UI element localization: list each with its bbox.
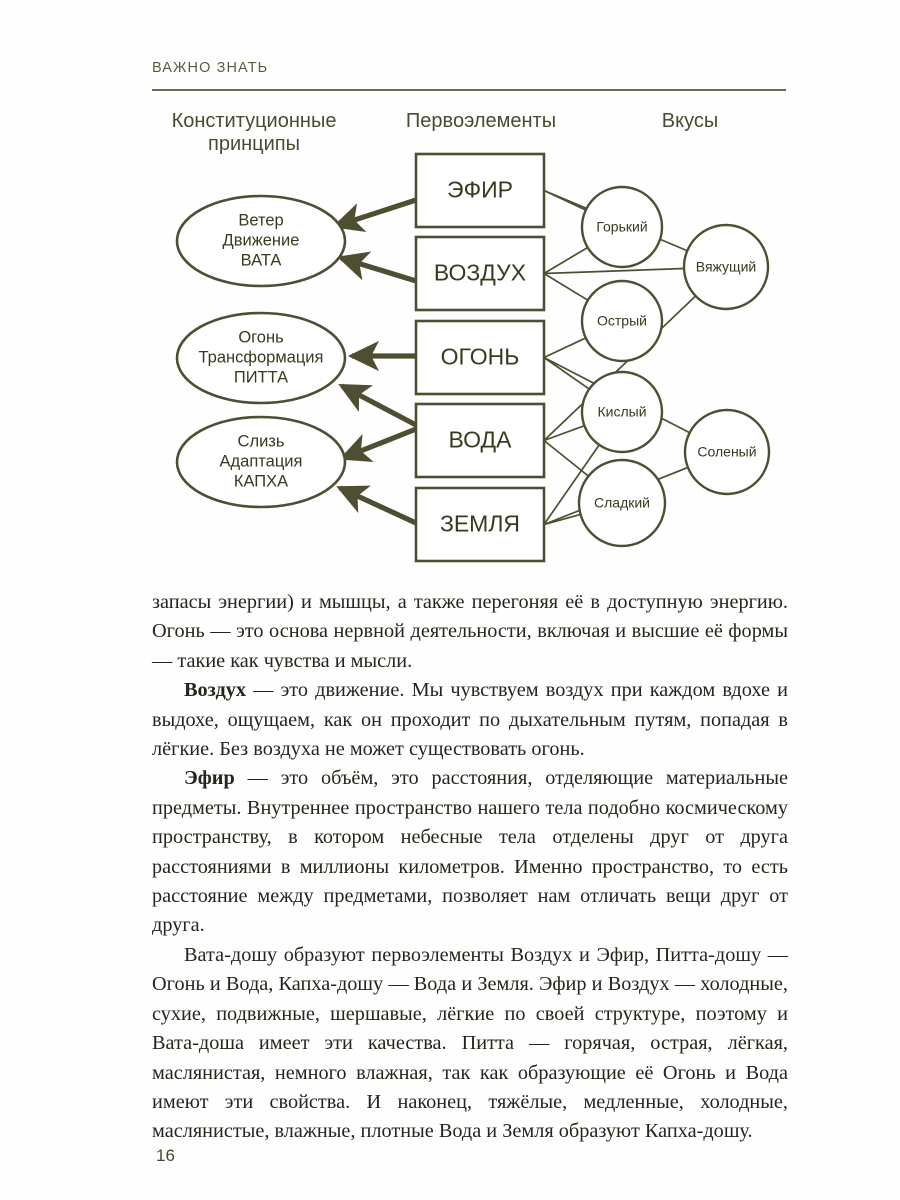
element-principle-arrows: [332, 197, 418, 526]
principle-label-pitta-line2: Трансформация: [199, 348, 324, 366]
taste-circle-sour: Кислый: [580, 370, 664, 454]
link-air-bitter: [543, 246, 589, 275]
principle-label-pitta-line3: ПИТТА: [234, 368, 288, 386]
element-box-outline-earth: [414, 486, 546, 563]
element-boxes: ЭФИР ВОЗДУХ ОГОНЬ ВОДА ЗЕМЛЯ: [414, 152, 546, 563]
taste-outline-astringent: [682, 223, 770, 311]
link-fire-sour: [543, 356, 590, 390]
element-label-fire: ОГОНЬ: [441, 344, 520, 370]
column-heading-tastes: Вкусы: [661, 110, 719, 132]
p-continuation: запасы энергии) и мышцы, а также перегон…: [152, 591, 788, 672]
principles-heading-line2: принципы: [207, 133, 300, 155]
link-water-sour: [543, 424, 585, 442]
link-air-astringent: [543, 267, 685, 275]
taste-label-bitter: Горький: [596, 219, 647, 235]
link-air-pungent: [543, 272, 589, 301]
ayurveda-elements-diagram: ЭФИР ВОЗДУХ ОГОНЬ ВОДА ЗЕМЛЯ ВетерДвижениеВА…: [175, 152, 771, 563]
element-box-outline-ether: [414, 152, 546, 229]
p-ether-lead: Эфир: [184, 767, 235, 790]
principle-outline-kapha: [175, 415, 347, 509]
taste-label-sweet: Сладкий: [594, 495, 650, 511]
taste-circle-salty: Соленый: [683, 408, 771, 496]
element-box-air: ВОЗДУХ: [414, 235, 546, 312]
page-number: 16: [156, 1146, 175, 1165]
element-label-ether: ЭФИР: [447, 177, 513, 203]
p-air: Воздух — это движение. Мы чувствуем возд…: [152, 679, 788, 761]
principle-outline-pitta: [175, 311, 347, 405]
principle-label-kapha-line3: КАПХА: [234, 472, 288, 490]
taste-outline-bitter: [580, 185, 664, 269]
arrow-water-to-kapha: [339, 426, 417, 463]
link-earth-sour: [543, 444, 600, 525]
taste-circle-bitter: Горький: [580, 185, 664, 269]
principles-heading-line1: Конституционные: [171, 110, 337, 132]
taste-label-astringent: Вяжущий: [696, 259, 756, 275]
taste-circle-pungent: Острый: [580, 279, 664, 363]
element-box-ether: ЭФИР: [414, 152, 546, 229]
element-label-water: ВОДА: [449, 427, 513, 453]
taste-outline-sour: [580, 370, 664, 454]
link-water-astringent: [543, 295, 697, 442]
element-box-outline-water: [414, 402, 546, 479]
taste-circle-sweet: Сладкий: [577, 458, 667, 548]
taste-circle-astringent: Вяжущий: [682, 223, 770, 311]
arrow-ether-to-vata: [332, 197, 417, 232]
p-doshas: Вата-дошу образуют первоэлементы Воздух …: [152, 943, 788, 1143]
taste-outline-sweet: [577, 458, 667, 548]
column-heading-elements: Первоэлементы: [405, 110, 557, 132]
principle-label-vata-line2: Движение: [223, 231, 300, 249]
principle-label-kapha-line2: Адаптация: [220, 452, 303, 470]
body-text: запасы энергии) и мышцы, а также перегон…: [152, 588, 788, 1147]
running-head: ВАЖНО ЗНАТЬ: [152, 60, 269, 76]
principle-label-pitta-line1: Огонь: [238, 328, 283, 346]
arrow-earth-to-kapha: [336, 485, 418, 526]
taste-label-pungent: Острый: [597, 313, 647, 329]
taste-outline-pungent: [580, 279, 664, 363]
taste-label-salty: Соленый: [697, 444, 756, 460]
p-air-lead: Воздух: [184, 679, 246, 702]
element-box-outline-fire: [414, 319, 546, 396]
header-rule: [152, 89, 786, 91]
taste-label-sour: Кислый: [597, 404, 646, 420]
principle-outline-vata: [175, 194, 347, 288]
arrow-water-to-pitta: [338, 383, 418, 428]
element-box-earth: ЗЕМЛЯ: [414, 486, 546, 563]
principle-label-kapha-line1: Слизь: [238, 432, 285, 450]
p-ether: Эфир — это объём, это расстояния, отделя…: [152, 767, 788, 937]
principle-label-vata-line3: ВАТА: [241, 251, 282, 269]
arrow-air-to-vata: [337, 251, 417, 284]
element-label-earth: ЗЕМЛЯ: [440, 511, 520, 537]
element-box-outline-air: [414, 235, 546, 312]
link-fire-pungent: [543, 337, 587, 359]
element-label-air: ВОЗДУХ: [434, 260, 526, 286]
element-box-fire: ОГОНЬ: [414, 319, 546, 396]
principle-label-vata-line1: Ветер: [238, 211, 283, 229]
element-box-water: ВОДА: [414, 402, 546, 479]
column-heading-principles: Конституционные принципы: [146, 110, 362, 156]
taste-outline-salty: [683, 408, 771, 496]
